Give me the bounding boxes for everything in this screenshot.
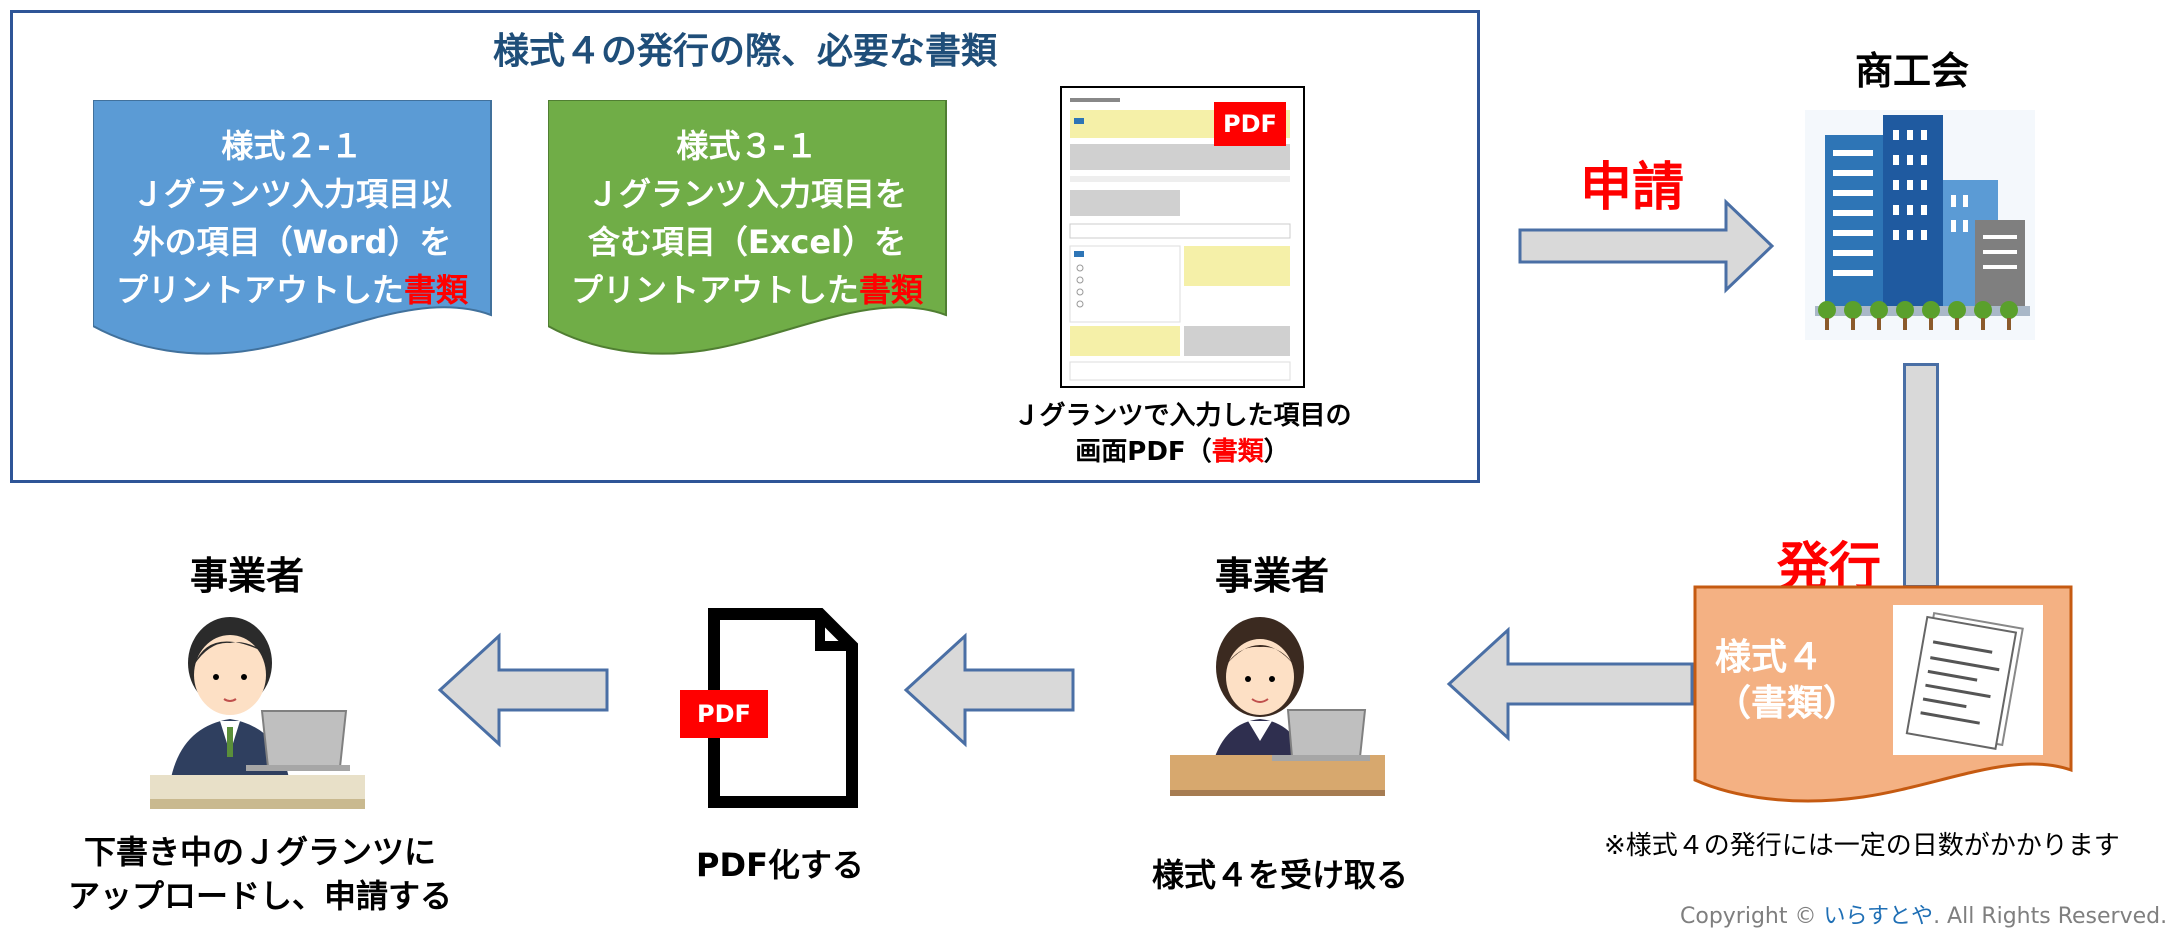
receiver-to-pdf-arrow xyxy=(903,632,1075,748)
form-4-title: 様式４ xyxy=(1715,637,1824,678)
screen-pdf-caption-line1: Ｊグランツで入力した項目の xyxy=(1013,401,1352,431)
receiver-person-image xyxy=(1160,605,1393,803)
issue-to-receiver-arrow xyxy=(1446,626,1694,742)
uploader-caption-line2: アップロードし、申請する xyxy=(67,877,452,915)
document-shape-blue xyxy=(93,100,492,355)
apply-arrow xyxy=(1518,198,1776,294)
uploader-caption: 下書き中のＪグランツに アップロードし、申請する xyxy=(40,830,480,918)
chamber-building-image xyxy=(1805,110,2035,340)
screen-pdf-caption-close: ） xyxy=(1263,437,1290,467)
file-icon xyxy=(708,608,858,808)
form-2-1-document-word: 書類 xyxy=(404,271,469,309)
chamber-label: 商工会 xyxy=(1855,49,1970,93)
receiver-title: 事業者 xyxy=(1215,554,1330,598)
apply-label: 申請 xyxy=(1580,158,1685,218)
form-2-1-line3: 外の項目（Word）を xyxy=(132,223,452,261)
form-3-1-line4: プリントアウトした xyxy=(570,271,859,309)
arrow-right-icon xyxy=(1518,198,1775,294)
copyright-link[interactable]: いらすとや xyxy=(1823,904,1934,929)
form-3-1-document: 様式３-１ Ｊグランツ入力項目を 含む項目（Excel）を プリントアウトした書… xyxy=(548,100,948,358)
pdf-badge: PDF xyxy=(1214,102,1286,146)
copyright-suffix: . All Rights Reserved. xyxy=(1933,904,2168,929)
copyright: Copyright © いらすとや. All Rights Reserved. xyxy=(1680,898,2167,930)
pdf-file-badge: PDF xyxy=(680,690,768,738)
woman-at-laptop-icon xyxy=(1160,605,1393,803)
arrow-left-icon xyxy=(903,632,1075,748)
form-2-1-line4: プリントアウトした xyxy=(115,271,404,309)
form-4-document: 様式４ （書類） xyxy=(1693,585,2073,803)
form-3-1-line2: Ｊグランツ入力項目を xyxy=(586,175,907,213)
building-icon xyxy=(1805,110,2035,340)
form-4-subtitle: （書類） xyxy=(1715,683,1860,724)
uploader-title: 事業者 xyxy=(190,554,305,598)
form-2-1-line2: Ｊグランツ入力項目以 xyxy=(131,175,452,213)
issue-connector xyxy=(1903,363,1939,588)
form-3-1-line3: 含む項目（Excel）を xyxy=(587,223,907,261)
screen-pdf-thumbnail: PDF xyxy=(1060,86,1305,388)
form-3-1-title: 様式３-１ xyxy=(676,127,818,165)
pdf-to-uploader-arrow xyxy=(437,632,609,748)
man-at-laptop-icon xyxy=(150,603,365,813)
pdf-file-icon-group: PDF xyxy=(680,608,860,808)
document-shape-green xyxy=(548,100,947,355)
arrow-left-icon xyxy=(437,632,609,748)
screen-pdf-caption: Ｊグランツで入力した項目の 画面PDF（書類） xyxy=(980,398,1385,470)
issuance-note: ※様式４の発行には一定の日数がかかります xyxy=(1604,831,2120,861)
paper-document-icon xyxy=(1893,605,2043,755)
required-documents-panel xyxy=(10,10,1480,483)
pdf-caption: PDF化する xyxy=(696,846,864,884)
panel-title: 様式４の発行の際、必要な書類 xyxy=(492,31,997,72)
receiver-caption: 様式４を受け取る xyxy=(1151,856,1408,894)
arrow-left-icon xyxy=(1446,626,1694,742)
screen-pdf-caption-line2: 画面PDF（ xyxy=(1075,437,1212,467)
form-2-1-document: 様式２-１ Ｊグランツ入力項目以 外の項目（Word）を プリントアウトした書類 xyxy=(93,100,493,358)
copyright-prefix: Copyright © xyxy=(1680,904,1817,929)
uploader-person-image xyxy=(150,603,365,813)
form-2-1-title: 様式２-１ xyxy=(221,127,363,165)
form-3-1-document-word: 書類 xyxy=(859,271,924,309)
uploader-caption-line1: 下書き中のＪグランツに xyxy=(83,833,436,871)
screen-pdf-document-word: 書類 xyxy=(1211,437,1264,467)
